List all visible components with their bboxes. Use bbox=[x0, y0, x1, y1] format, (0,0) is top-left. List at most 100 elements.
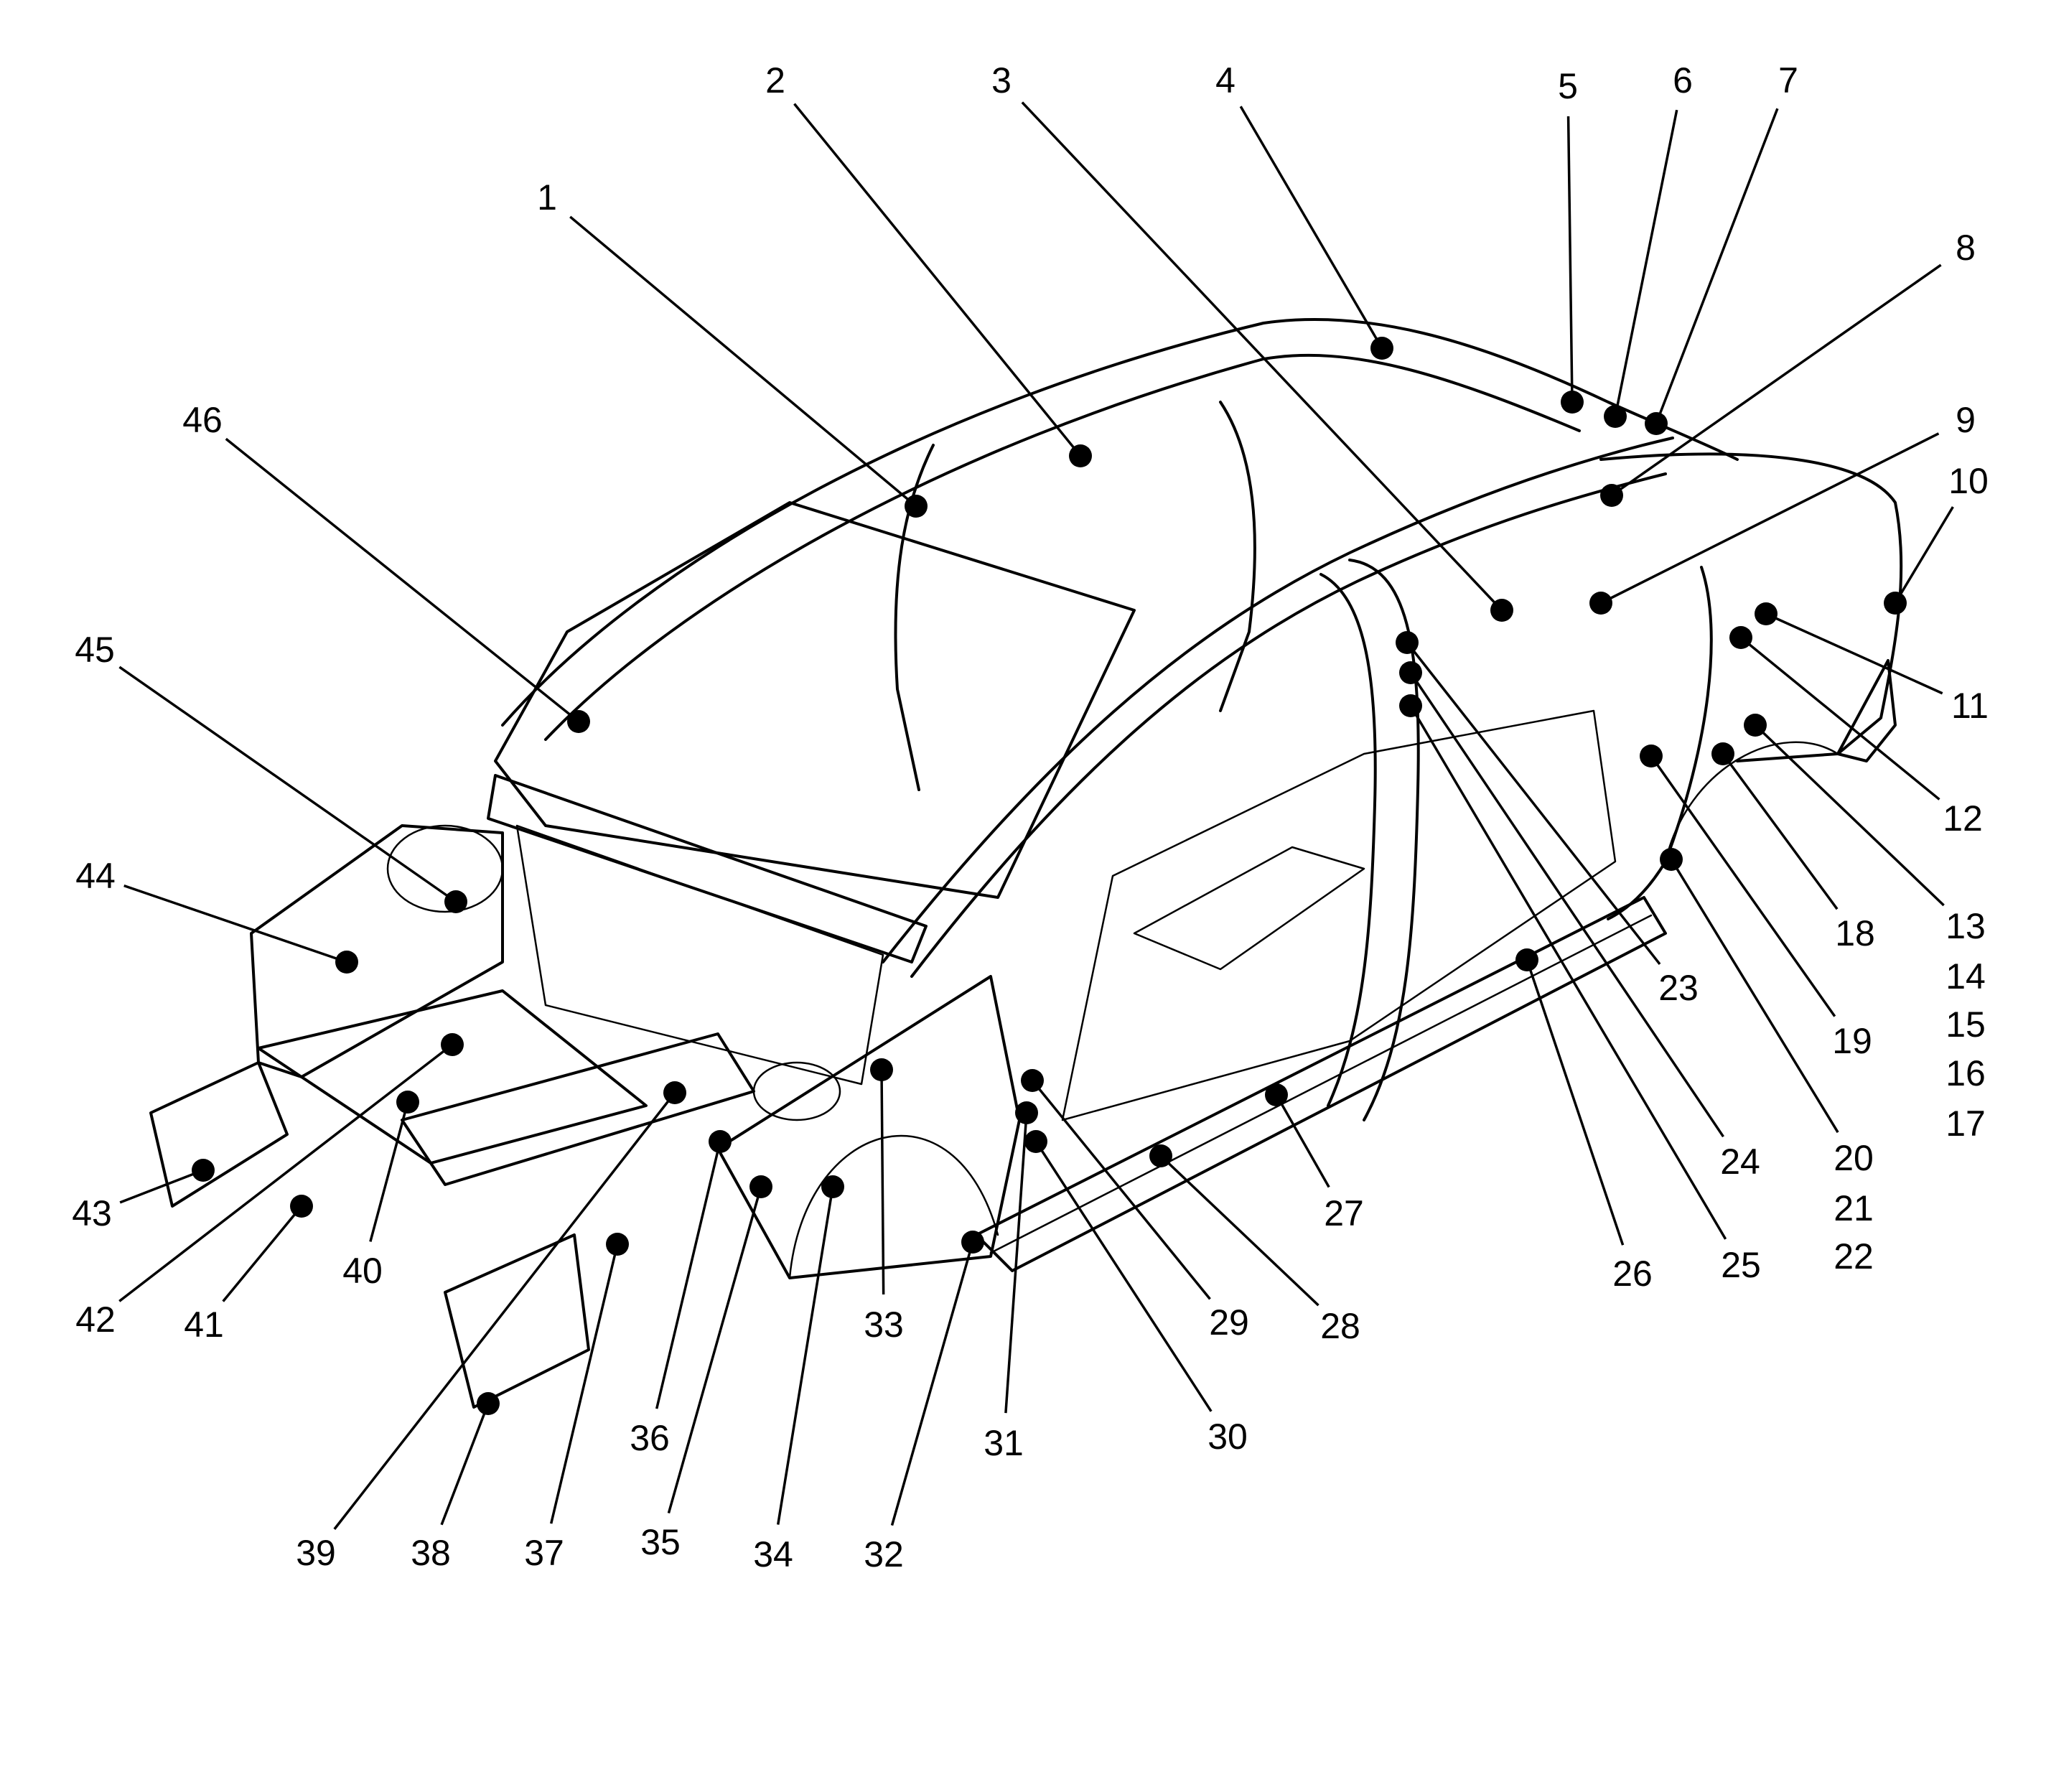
right-rocker bbox=[975, 896, 1667, 1272]
right-roof-rail bbox=[882, 437, 1674, 963]
callout-10-marker bbox=[1884, 592, 1907, 615]
callout-38-number: 38 bbox=[411, 1533, 451, 1573]
left-a-pillar bbox=[894, 444, 935, 791]
callout-36-marker bbox=[709, 1130, 732, 1153]
callout-42-marker bbox=[441, 1033, 464, 1056]
callout-20-marker bbox=[1660, 848, 1683, 871]
callout-13: 13 bbox=[1744, 714, 1986, 946]
right-rocker-crease bbox=[989, 914, 1653, 1254]
callout-44-marker bbox=[335, 951, 358, 974]
callout-1-number: 1 bbox=[537, 177, 557, 218]
callout-19-number: 19 bbox=[1832, 1021, 1872, 1061]
callout-13-marker bbox=[1744, 714, 1767, 737]
callout-23: 23 bbox=[1396, 631, 1699, 1008]
callout-24-number: 24 bbox=[1720, 1142, 1760, 1182]
callout-35-leader bbox=[667, 1186, 762, 1514]
callout-43-number: 43 bbox=[72, 1193, 112, 1233]
callout-20-number: 20 bbox=[1834, 1138, 1874, 1178]
dash-panel bbox=[515, 824, 884, 1086]
callout-11-leader bbox=[1765, 612, 1943, 695]
callout-34-number: 34 bbox=[753, 1534, 793, 1574]
callout-33-marker bbox=[870, 1058, 893, 1081]
callout-41: 41 bbox=[184, 1195, 313, 1345]
callout-26-leader bbox=[1526, 959, 1625, 1246]
callout-37-leader bbox=[549, 1243, 619, 1524]
callout-9-number: 9 bbox=[1956, 400, 1976, 440]
callout-21: 21 bbox=[1834, 1188, 1874, 1228]
callout-45-leader bbox=[118, 666, 457, 903]
callout-28-leader bbox=[1159, 1154, 1319, 1307]
callout-37: 37 bbox=[524, 1233, 629, 1573]
callout-35: 35 bbox=[640, 1175, 772, 1562]
callout-18: 18 bbox=[1711, 742, 1875, 953]
callout-17: 17 bbox=[1945, 1103, 1986, 1144]
callout-34-marker bbox=[821, 1175, 844, 1198]
callout-6-marker bbox=[1604, 405, 1627, 428]
callout-31: 31 bbox=[984, 1101, 1038, 1463]
callout-7-marker bbox=[1645, 412, 1668, 435]
callout-23-number: 23 bbox=[1658, 968, 1699, 1008]
callout-12-leader bbox=[1739, 636, 1940, 801]
callout-25-number: 25 bbox=[1721, 1245, 1761, 1285]
callout-19-leader bbox=[1650, 755, 1836, 1017]
callout-1-marker bbox=[905, 495, 928, 518]
callout-40-number: 40 bbox=[342, 1251, 383, 1291]
callout-28: 28 bbox=[1149, 1144, 1360, 1346]
callout-41-leader bbox=[222, 1205, 303, 1302]
callout-39-leader bbox=[333, 1091, 676, 1530]
callout-24: 24 bbox=[1399, 661, 1760, 1182]
callout-18-leader bbox=[1722, 752, 1839, 910]
callout-37-number: 37 bbox=[524, 1533, 564, 1573]
callout-14: 14 bbox=[1945, 956, 1986, 997]
callout-25-leader bbox=[1409, 705, 1727, 1240]
callout-3-leader bbox=[1021, 101, 1503, 612]
callout-22: 22 bbox=[1834, 1236, 1874, 1277]
callout-17-number: 17 bbox=[1945, 1103, 1986, 1144]
callout-7-leader bbox=[1655, 108, 1779, 424]
callout-24-marker bbox=[1399, 661, 1422, 684]
callout-31-marker bbox=[1015, 1101, 1038, 1124]
callout-24-leader bbox=[1409, 672, 1724, 1138]
callout-26-marker bbox=[1515, 948, 1538, 971]
callout-38-marker bbox=[477, 1392, 500, 1415]
callout-46-leader bbox=[225, 437, 580, 723]
callout-38: 38 bbox=[411, 1392, 500, 1573]
right-b-pillar-inner bbox=[1319, 573, 1377, 1107]
callout-46-number: 46 bbox=[182, 400, 223, 440]
callout-11: 11 bbox=[1755, 602, 1989, 726]
callout-12: 12 bbox=[1729, 626, 1983, 839]
callout-44-number: 44 bbox=[75, 856, 116, 896]
callout-42: 42 bbox=[75, 1033, 464, 1340]
cowl-panel bbox=[487, 774, 928, 963]
callout-33: 33 bbox=[864, 1058, 904, 1345]
left-bumper-mount bbox=[149, 1061, 289, 1208]
callout-45-number: 45 bbox=[75, 630, 115, 670]
tunnel bbox=[1133, 846, 1365, 971]
callout-9-leader bbox=[1600, 432, 1940, 605]
callout-2: 2 bbox=[765, 60, 1092, 467]
callout-43-marker bbox=[192, 1159, 215, 1182]
callout-29-number: 29 bbox=[1209, 1302, 1249, 1343]
callout-40-marker bbox=[396, 1091, 419, 1114]
callout-29-leader bbox=[1031, 1079, 1211, 1300]
callout-14-number: 14 bbox=[1945, 956, 1986, 997]
callout-8-leader bbox=[1610, 263, 1942, 497]
callout-8-marker bbox=[1600, 484, 1623, 507]
callout-31-number: 31 bbox=[984, 1423, 1024, 1463]
callout-28-number: 28 bbox=[1320, 1306, 1360, 1346]
callout-40: 40 bbox=[342, 1091, 419, 1291]
callout-12-marker bbox=[1729, 626, 1752, 649]
callout-42-leader bbox=[118, 1043, 454, 1302]
callout-27-marker bbox=[1265, 1083, 1288, 1106]
callout-35-number: 35 bbox=[640, 1522, 681, 1562]
callout-8-number: 8 bbox=[1956, 228, 1976, 268]
callout-41-number: 41 bbox=[184, 1305, 224, 1345]
callout-29-marker bbox=[1021, 1069, 1044, 1092]
callout-18-number: 18 bbox=[1835, 913, 1875, 953]
callout-15: 15 bbox=[1945, 1004, 1986, 1045]
callout-15-number: 15 bbox=[1945, 1004, 1986, 1045]
callout-2-leader bbox=[793, 103, 1082, 457]
callout-4: 4 bbox=[1215, 60, 1393, 360]
callout-45: 45 bbox=[75, 630, 467, 913]
callout-6: 6 bbox=[1604, 60, 1693, 428]
